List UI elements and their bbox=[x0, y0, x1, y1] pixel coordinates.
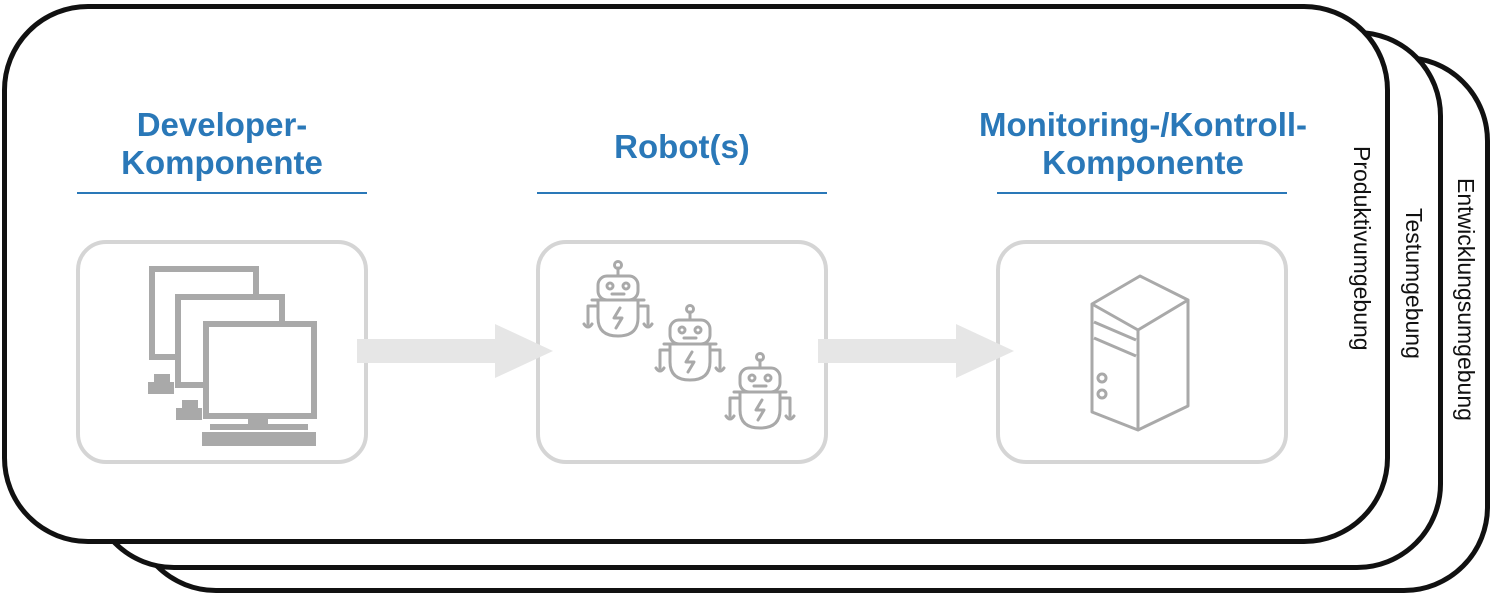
monitoring-heading-line2: Komponente bbox=[1042, 144, 1244, 181]
environment-label-test: Testumgebung bbox=[1401, 208, 1427, 359]
arrow-developer-to-robots bbox=[357, 324, 553, 378]
monitoring-heading: Monitoring-/Kontroll- Komponente bbox=[948, 106, 1338, 182]
robots-underline bbox=[537, 192, 827, 194]
environment-label-produktiv: Produktivumgebung bbox=[1349, 146, 1375, 351]
server-icon bbox=[1090, 274, 1190, 432]
robots-icon bbox=[582, 260, 796, 430]
robots-box bbox=[536, 240, 828, 464]
developer-heading: Developer- Komponente bbox=[77, 106, 367, 182]
developer-underline bbox=[77, 192, 367, 194]
environment-label-entwicklung: Entwicklungsumgebung bbox=[1453, 178, 1479, 421]
robots-heading: Robot(s) bbox=[614, 128, 750, 165]
computers-icon bbox=[148, 266, 317, 446]
monitoring-underline bbox=[997, 192, 1287, 194]
monitoring-heading-line1: Monitoring-/Kontroll- bbox=[978, 106, 1308, 143]
developer-heading-line1: Developer- bbox=[136, 106, 308, 143]
arrow-robots-to-monitoring bbox=[818, 324, 1014, 378]
developer-heading-line2: Komponente bbox=[121, 144, 323, 181]
